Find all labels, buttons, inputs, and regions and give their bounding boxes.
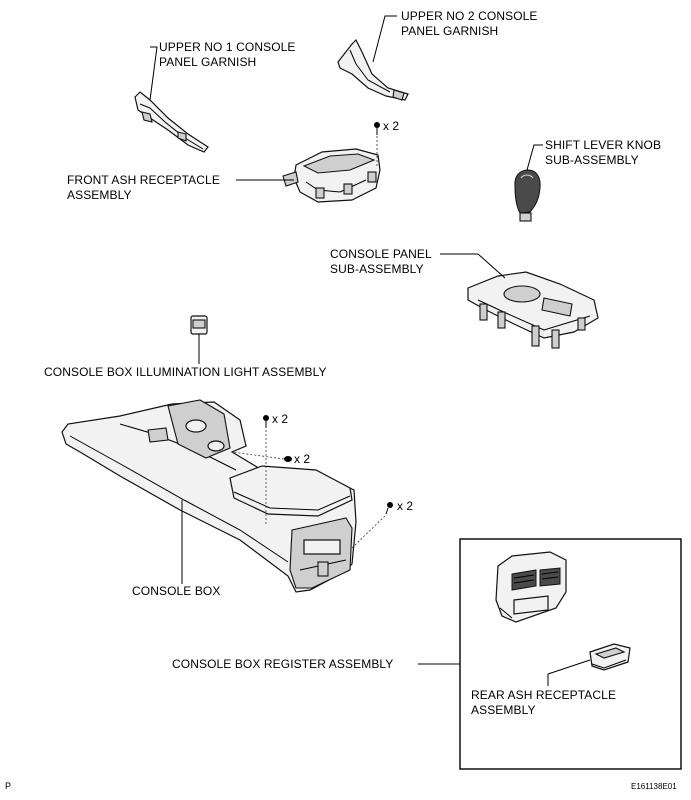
register-label: CONSOLE BOX REGISTER ASSEMBLY	[172, 657, 394, 671]
rear-ash-line2: ASSEMBLY	[471, 703, 536, 717]
shift-lever-knob-label: SHIFT LEVER KNOB SUB-ASSEMBLY	[545, 138, 661, 168]
console-panel-part	[467, 271, 599, 349]
console-box-register-part	[495, 551, 567, 623]
illumination-light-part	[190, 315, 208, 337]
upper-no2-line1: UPPER NO 2 CONSOLE	[401, 9, 538, 23]
box-top-screw-icon	[263, 415, 269, 524]
upper-no1-line1: UPPER NO 1 CONSOLE	[159, 40, 296, 54]
upper-no2-leader	[372, 15, 397, 63]
box-clip-qty: x 2	[294, 452, 311, 466]
console-box-part	[61, 399, 357, 593]
box-top-screw-qty: x 2	[272, 412, 289, 426]
rear-ash-line1: REAR ASH RECEPTACLE	[471, 688, 617, 702]
front-ash-screw-qty: x 2	[383, 119, 400, 133]
front-ash-line2: ASSEMBLY	[67, 188, 132, 202]
front-ash-screw-icon	[374, 122, 380, 168]
register-inset-frame	[459, 538, 682, 770]
upper-no2-line2: PANEL GARNISH	[401, 24, 499, 38]
upper-no1-leader	[149, 46, 158, 101]
upper-no1-garnish-part	[134, 91, 209, 153]
front-ash-line1: FRONT ASH RECEPTACLE	[67, 173, 220, 187]
upper-no2-garnish-label: UPPER NO 2 CONSOLE PANEL GARNISH	[401, 9, 538, 39]
console-panel-label: CONSOLE PANEL SUB-ASSEMBLY	[330, 247, 432, 277]
box-clip-icon	[231, 451, 292, 462]
console-panel-line1: CONSOLE PANEL	[330, 247, 432, 261]
box-rear-screw-qty: x 2	[397, 499, 414, 513]
console-panel-line2: SUB-ASSEMBLY	[330, 262, 424, 276]
shift-knob-line2: SUB-ASSEMBLY	[545, 153, 639, 167]
front-ash-receptacle-part	[282, 148, 381, 203]
upper-no1-line2: PANEL GARNISH	[159, 55, 257, 69]
shift-knob-line1: SHIFT LEVER KNOB	[545, 138, 662, 152]
illumination-light-label: CONSOLE BOX ILLUMINATION LIGHT ASSEMBLY	[44, 365, 327, 379]
figure-id: E161138E01	[631, 782, 677, 791]
rear-ash-receptacle-label: REAR ASH RECEPTACLE ASSEMBLY	[471, 688, 616, 718]
console-panel-leader	[440, 253, 506, 279]
shift-lever-knob-part	[514, 169, 541, 222]
footer-left-mark: P	[5, 781, 12, 791]
rear-ash-receptacle-part	[589, 643, 631, 671]
box-rear-screw-icon	[351, 502, 393, 549]
rear-ash-leader	[547, 659, 591, 686]
upper-no1-garnish-label: UPPER NO 1 CONSOLE PANEL GARNISH	[159, 40, 296, 70]
upper-no2-garnish-part	[337, 38, 409, 101]
shift-knob-leader	[526, 144, 543, 171]
console-box-label: CONSOLE BOX	[132, 584, 221, 598]
front-ash-receptacle-label: FRONT ASH RECEPTACLE ASSEMBLY	[67, 173, 220, 203]
